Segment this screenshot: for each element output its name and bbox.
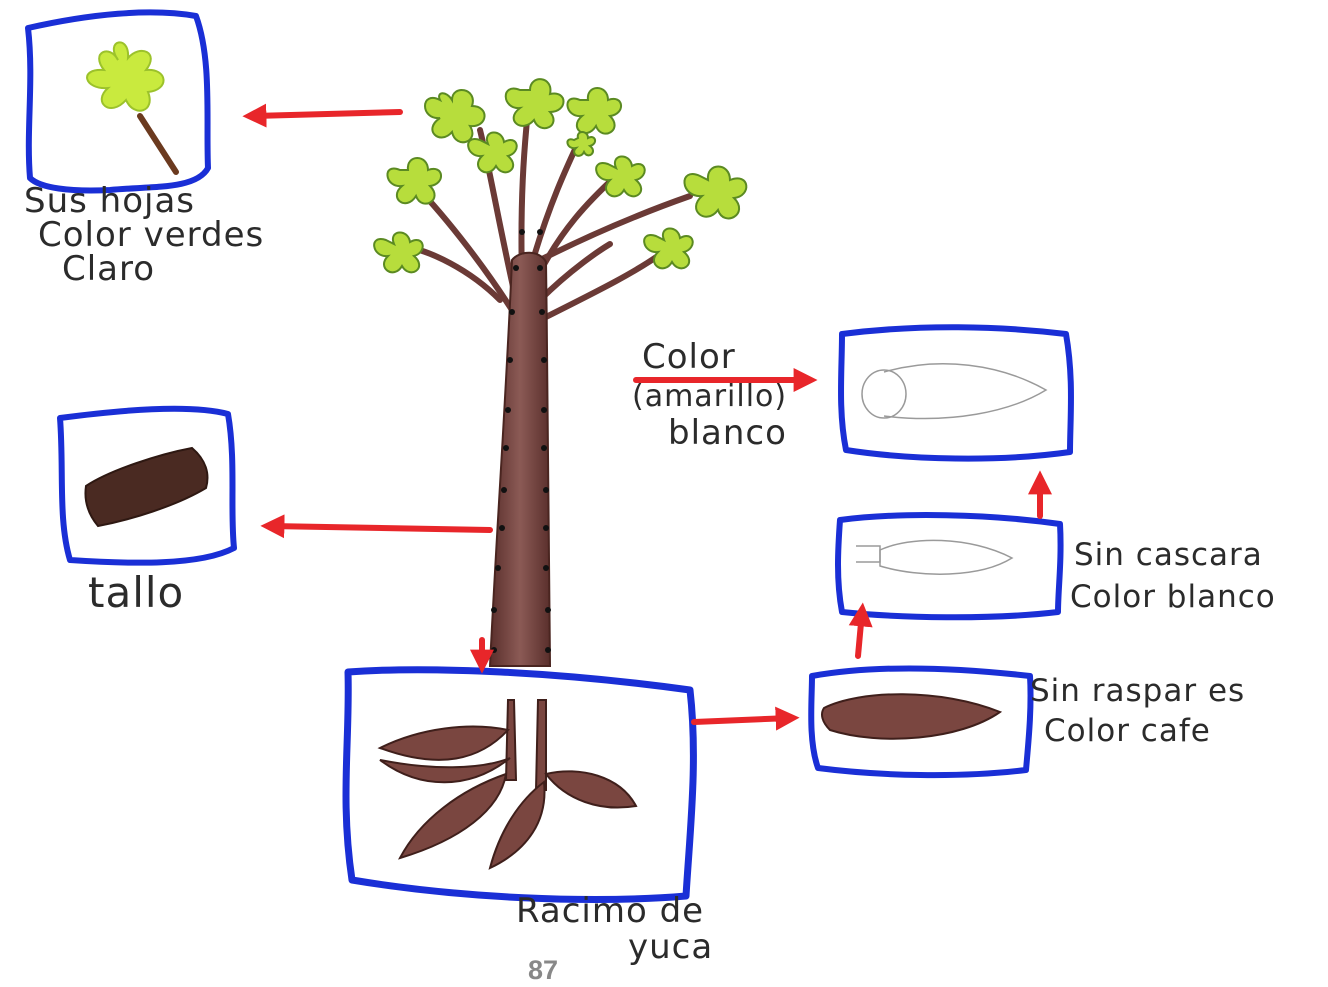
label-sin-cascara-1: Sin cascara bbox=[1074, 538, 1263, 572]
page-number: 87 bbox=[528, 955, 558, 986]
label-hojas-3: Claro bbox=[62, 252, 155, 286]
cross-section-drawing bbox=[862, 364, 1046, 419]
peeled-root-drawing bbox=[856, 540, 1012, 574]
label-tallo: tallo bbox=[88, 572, 184, 614]
label-color-1: Color bbox=[642, 340, 736, 374]
arrows bbox=[252, 112, 1040, 722]
root-with-bark-drawing bbox=[822, 694, 1000, 738]
label-color-3: blanco bbox=[668, 416, 787, 450]
arrow-to-peeled-box bbox=[694, 718, 790, 722]
label-hojas-1: Sus hojas bbox=[24, 184, 195, 218]
bark-drawing bbox=[86, 448, 208, 526]
root-cluster-drawing bbox=[380, 700, 636, 868]
label-sin-raspar-1: Sin raspar es bbox=[1030, 674, 1245, 708]
arrow-to-stem-box bbox=[270, 526, 490, 530]
label-racimo-1: Racimo de bbox=[516, 894, 704, 928]
root-cluster-box bbox=[346, 670, 693, 900]
label-sin-cascara-2: Color blanco bbox=[1070, 580, 1276, 614]
leaf-drawing bbox=[87, 42, 176, 172]
arrow-up-to-no-peel bbox=[858, 612, 862, 656]
label-color-2: (amarillo) bbox=[632, 380, 787, 414]
no-peel-box bbox=[838, 515, 1061, 617]
label-sin-raspar-2: Color cafe bbox=[1044, 714, 1211, 748]
cross-section-box bbox=[841, 327, 1071, 458]
arrow-to-leaf-box bbox=[252, 112, 400, 116]
label-hojas-2: Color verdes bbox=[38, 218, 264, 252]
label-racimo-2: yuca bbox=[628, 930, 713, 964]
